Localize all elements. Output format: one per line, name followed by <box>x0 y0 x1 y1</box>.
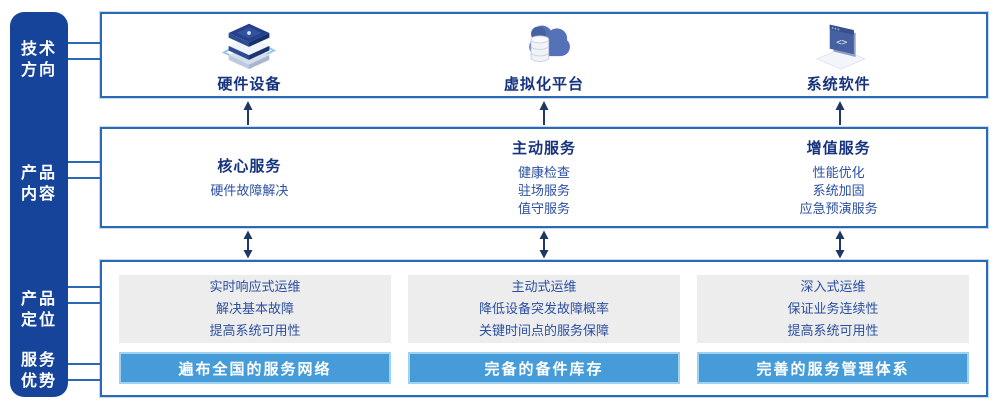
service-item: 硬件故障解决 <box>210 183 289 198</box>
connector-line <box>62 42 102 44</box>
positioning-line: 降低设备突发故障概率 <box>478 301 609 316</box>
positioning-line: 提高系统可用性 <box>787 323 879 338</box>
product-content-box: 核心服务 硬件故障解决 主动服务 健康检查 驻场服务 值守服务 增值服务 性能优… <box>100 127 988 228</box>
connector-line <box>62 177 102 179</box>
up-arrow <box>539 101 549 125</box>
service-item: 驻场服务 <box>518 183 571 198</box>
tech-column-virtualization: 虚拟化平台 <box>397 14 692 96</box>
service-column-value-added: 增值服务 性能优化 系统加固 应急预演服务 <box>691 129 986 226</box>
connector-line <box>62 379 102 381</box>
positioning-panel: 深入式运维 保证业务连续性 提高系统可用性 <box>697 275 969 343</box>
tech-label-hardware: 硬件设备 <box>217 76 282 93</box>
advantage-bar-spare-parts: 完备的备件库存 <box>408 352 680 384</box>
service-title-proactive: 主动服务 <box>512 140 577 157</box>
double-arrow <box>835 230 845 259</box>
code-window-icon: <> <box>815 24 866 70</box>
positioning-column-indepth: 深入式运维 保证业务连续性 提高系统可用性 完善的服务管理体系 <box>697 275 969 384</box>
positioning-panel: 主动式运维 降低设备突发故障概率 关键时间点的服务保障 <box>408 275 680 343</box>
sidebar-label-product-positioning: 产品 定位 <box>20 291 57 329</box>
positioning-line: 保证业务连续性 <box>787 301 879 316</box>
sidebar-label-service-advantage: 服务 优势 <box>20 352 57 390</box>
tech-column-hardware: 硬件设备 <box>102 14 397 96</box>
connector-line <box>62 58 102 60</box>
cloud-database-icon <box>529 25 570 62</box>
category-sidebar: 技术 方向 产品 内容 产品 定位 服务 优势 <box>10 12 68 397</box>
service-item: 性能优化 <box>812 165 865 180</box>
positioning-line: 关键时间点的服务保障 <box>478 323 609 338</box>
positioning-line: 主动式运维 <box>511 279 577 294</box>
double-arrow <box>243 230 253 259</box>
service-item: 值守服务 <box>518 201 571 216</box>
connector-line <box>62 363 102 365</box>
tech-direction-box: 硬件设备 虚拟化平台 <box>100 12 988 98</box>
svg-text:<>: <> <box>836 37 848 48</box>
positioning-line: 解决基本故障 <box>215 301 294 316</box>
positioning-panel: 实时响应式运维 解决基本故障 提高系统可用性 <box>119 275 391 343</box>
up-arrow <box>835 101 845 125</box>
positioning-line: 深入式运维 <box>800 279 866 294</box>
double-arrow <box>539 230 549 259</box>
advantage-bar-service-management: 完善的服务管理体系 <box>697 352 969 384</box>
positioning-column-realtime: 实时响应式运维 解决基本故障 提高系统可用性 遍布全国的服务网络 <box>119 275 391 384</box>
service-item: 健康检查 <box>518 165 571 180</box>
service-item: 应急预演服务 <box>799 201 878 216</box>
connector-line <box>62 302 102 304</box>
service-title-core: 核心服务 <box>217 158 282 175</box>
positioning-column-proactive: 主动式运维 降低设备突发故障概率 关键时间点的服务保障 完备的备件库存 <box>408 275 680 384</box>
service-column-proactive: 主动服务 健康检查 驻场服务 值守服务 <box>397 129 692 226</box>
connector-line <box>62 161 102 163</box>
tech-label-virtualization: 虚拟化平台 <box>504 76 585 93</box>
server-stack-icon <box>222 23 277 70</box>
positioning-advantage-box: 实时响应式运维 解决基本故障 提高系统可用性 遍布全国的服务网络 主动式运维 降… <box>100 260 988 397</box>
service-item: 系统加固 <box>812 183 865 198</box>
advantage-bar-service-network: 遍布全国的服务网络 <box>119 352 391 384</box>
sidebar-label-product-content: 产品 内容 <box>20 165 57 203</box>
positioning-line: 实时响应式运维 <box>209 279 301 294</box>
connector-line <box>62 286 102 288</box>
positioning-line: 提高系统可用性 <box>209 323 301 338</box>
up-arrow <box>243 101 253 125</box>
tech-column-system-software: <> 系统软件 <box>691 14 986 96</box>
service-column-core: 核心服务 硬件故障解决 <box>102 129 397 226</box>
sidebar-label-tech-direction: 技术 方向 <box>20 41 57 79</box>
tech-label-system-software: 系统软件 <box>806 76 871 93</box>
service-title-value-added: 增值服务 <box>806 140 871 157</box>
